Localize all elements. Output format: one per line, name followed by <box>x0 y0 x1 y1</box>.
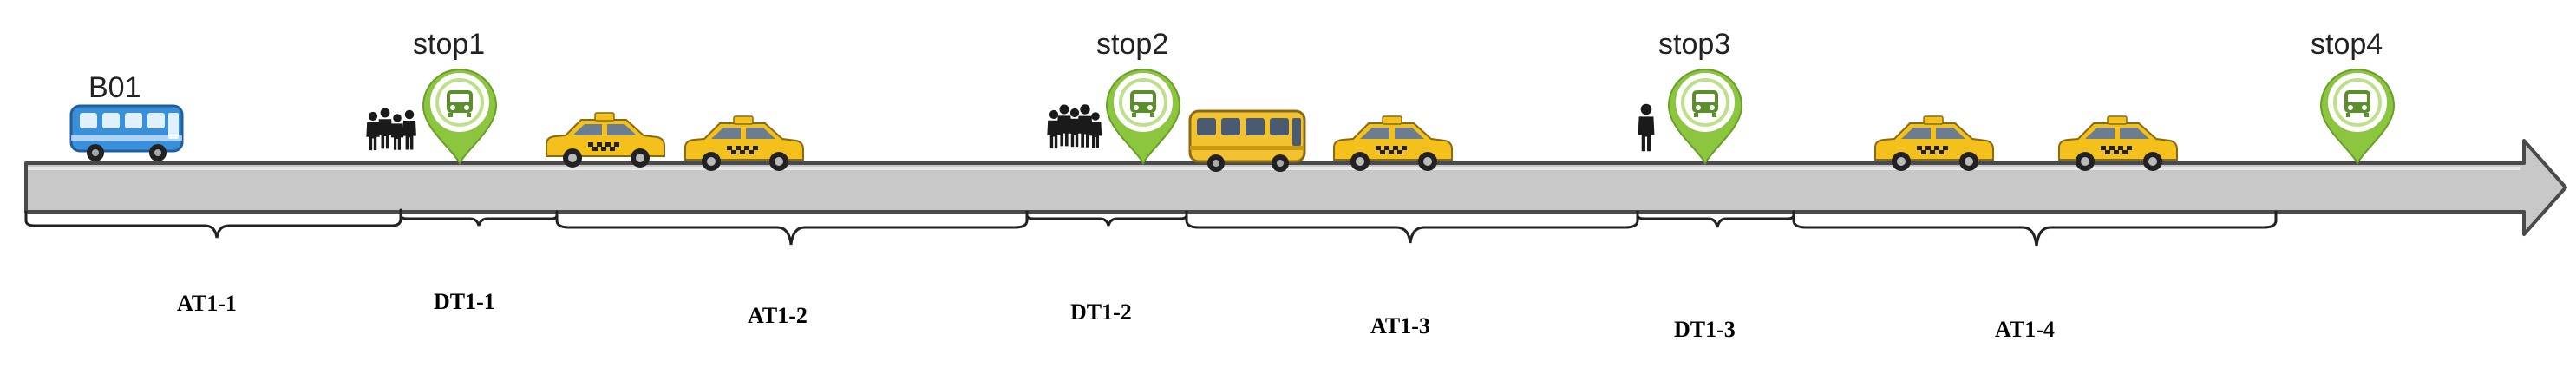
segment-label: DT1-2 <box>1070 299 1132 325</box>
segment-label: AT1-3 <box>1370 313 1430 338</box>
stop-label: stop2 <box>1096 28 1168 61</box>
taxi-icon <box>546 112 665 168</box>
bus-label: B01 <box>88 71 141 104</box>
segment-label: AT1-1 <box>177 291 237 316</box>
people-icon <box>366 108 416 151</box>
segment-brace <box>1025 210 1188 227</box>
segment-brace <box>555 210 1029 246</box>
segment-brace <box>1185 210 1639 244</box>
people-icon <box>1047 104 1102 149</box>
bus-stop-pin-icon <box>423 69 496 163</box>
timeline-arrow <box>24 139 2567 236</box>
bus-stop-pin-icon <box>2321 69 2394 163</box>
stop-label: stop3 <box>1658 28 1730 61</box>
people-icon <box>1638 103 1655 152</box>
bus-icon <box>69 104 184 163</box>
stop-label: stop1 <box>413 28 485 61</box>
segment-brace <box>1792 210 2278 247</box>
bus-stop-pin-icon <box>1107 69 1180 163</box>
segment-label: DT1-3 <box>1674 317 1736 342</box>
bus-icon <box>1188 109 1306 174</box>
stop-label: stop4 <box>2311 28 2383 61</box>
segment-label: AT1-4 <box>1995 317 2055 342</box>
bus-stop-pin-icon <box>1669 69 1742 163</box>
segment-label: DT1-1 <box>434 289 495 314</box>
segment-brace <box>24 208 402 239</box>
segment-brace <box>399 210 559 227</box>
segment-brace <box>1636 210 1795 228</box>
segment-label: AT1-2 <box>748 303 807 328</box>
